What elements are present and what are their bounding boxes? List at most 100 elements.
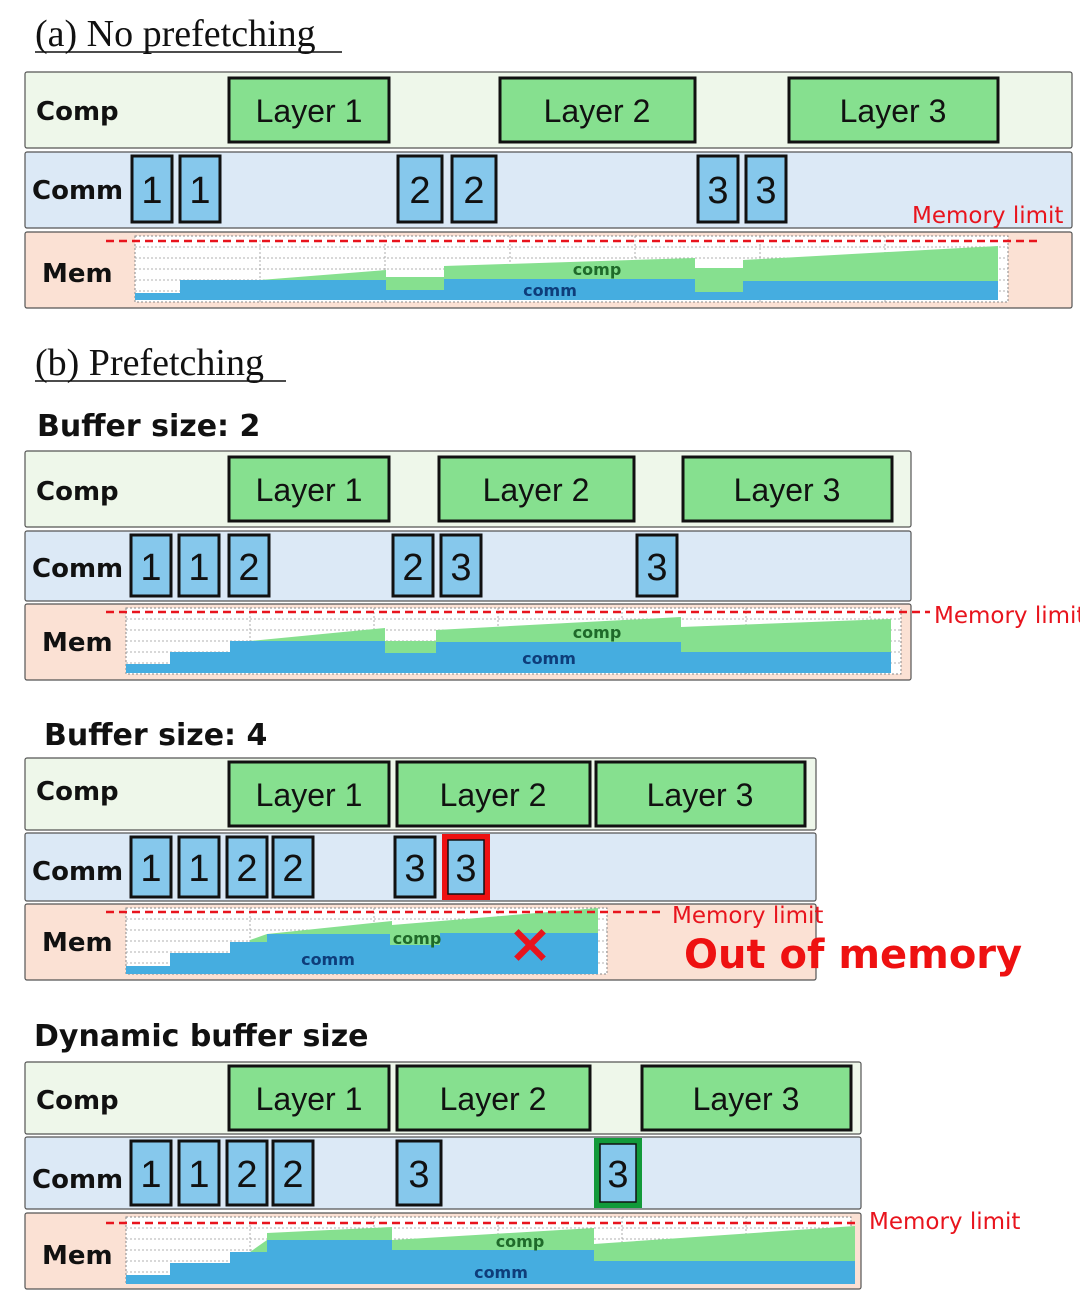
layer-label: Layer 2 [440,1081,547,1117]
comp-area-label: comp [573,260,622,279]
chunk-label: 2 [236,848,257,890]
layer-label: Layer 1 [256,93,363,129]
comm-chunk [227,533,271,598]
panel-buffer-size-2: Comp Comm Mem Layer 1 Layer 2 Layer 3 1 … [24,450,1080,681]
chunk-label: 2 [282,848,303,890]
chunk-label: 2 [282,1154,303,1196]
layer-label: Layer 1 [256,1081,363,1117]
comp-label: Comp [36,97,119,127]
chunk-label: 3 [404,848,425,890]
memory-limit-label: Memory limit [912,203,1063,229]
comp-area [180,246,998,292]
comm-chunk [744,154,788,224]
chunk-label: 3 [450,547,471,589]
chunk-label: 1 [189,170,210,212]
layer-block [594,760,807,828]
comm-chunk [696,154,740,224]
mem-label: Mem [42,928,113,958]
comm-chunk [599,1143,637,1203]
layer-label: Layer 2 [440,777,547,813]
comm-area [135,279,998,300]
comm-area [126,933,598,974]
comm-chunk [177,1139,221,1207]
comm-area [126,1240,855,1284]
memory-chart: comp comm [134,235,1009,303]
mem-label: Mem [42,628,113,658]
comm-chunk [129,1139,173,1207]
layer-block [787,76,1000,144]
panel-dynamic-buffer-size: Comp Comm Mem Layer 1 Layer 2 Layer 3 1 … [24,1061,1020,1290]
section-a-title: (a) No prefetching [35,13,316,55]
layer-block [227,455,391,523]
comm-chunk [225,1139,269,1207]
chunk-label: 2 [402,547,423,589]
chunk-label: 3 [646,547,667,589]
comm-chunk [391,533,435,598]
comm-area-label: comm [522,649,576,668]
chunk-label: 3 [707,170,728,212]
comp-label: Comp [36,777,119,807]
comm-chunk [635,533,679,598]
chunk-label: 3 [755,170,776,212]
comm-chunk [271,835,315,899]
chunk-label: 2 [409,170,430,212]
comm-chunk [450,154,498,224]
chunk-label: 2 [463,170,484,212]
comm-area-label: comm [474,1263,528,1282]
comm-label: Comm [32,176,123,206]
comp-area-label: comp [573,623,622,642]
layer-block [227,760,391,828]
layer-label: Layer 3 [693,1081,800,1117]
layer-label: Layer 2 [544,93,651,129]
chunk-label: 1 [140,848,161,890]
layer-block [498,76,697,144]
chunk-label: 2 [236,1154,257,1196]
panel-heading: Buffer size: 4 [44,718,267,753]
chunk-label: 1 [188,848,209,890]
panel-buffer-size-4: Comp Comm Mem Layer 1 Layer 2 Layer 3 1 … [24,757,1022,981]
layer-block [227,76,391,144]
comm-label: Comm [32,554,123,584]
comm-row [24,151,1073,229]
comm-chunk [225,835,269,899]
layer-block [437,455,636,523]
comm-chunk [395,1139,443,1207]
comp-label: Comp [36,477,119,507]
memory-chart: comp comm [125,607,902,675]
chunk-label: 1 [188,1154,209,1196]
out-of-memory-label: Out of memory [684,932,1022,978]
layer-label: Layer 2 [483,472,590,508]
chunk-label: 1 [140,1154,161,1196]
comm-label: Comm [32,857,123,887]
mem-label: Mem [42,259,113,289]
memory-limit-label: Memory limit [672,903,823,929]
chunk-label: 1 [140,547,161,589]
comm-label: Comm [32,1165,123,1195]
memory-limit-label: Memory limit [869,1209,1020,1235]
layer-block [227,1064,391,1132]
layer-label: Layer 1 [256,472,363,508]
chunk-label: 2 [238,547,259,589]
layer-label: Layer 1 [256,777,363,813]
comm-area [126,641,891,673]
comm-chunk [130,154,174,224]
chunk-label: 1 [141,170,162,212]
comm-chunk [396,154,444,224]
comm-chunk [129,835,173,899]
layer-label: Layer 3 [647,777,754,813]
panel-no-prefetching: Comp Comm Mem Layer 1 Layer 2 Layer 3 1 … [24,71,1073,309]
panel-heading: Dynamic buffer size [34,1019,369,1054]
layer-block [395,1064,592,1132]
failure-x-icon: × [507,912,552,975]
comm-area-label: comm [523,281,577,300]
comm-area-label: comm [301,950,355,969]
section-b-title: (b) Prefetching [35,342,264,384]
layer-label: Layer 3 [840,93,947,129]
comm-chunk [177,835,221,899]
chunk-label: 1 [188,547,209,589]
layer-block [681,455,894,523]
chunk-label: 3 [607,1154,628,1196]
layer-label: Layer 3 [734,472,841,508]
